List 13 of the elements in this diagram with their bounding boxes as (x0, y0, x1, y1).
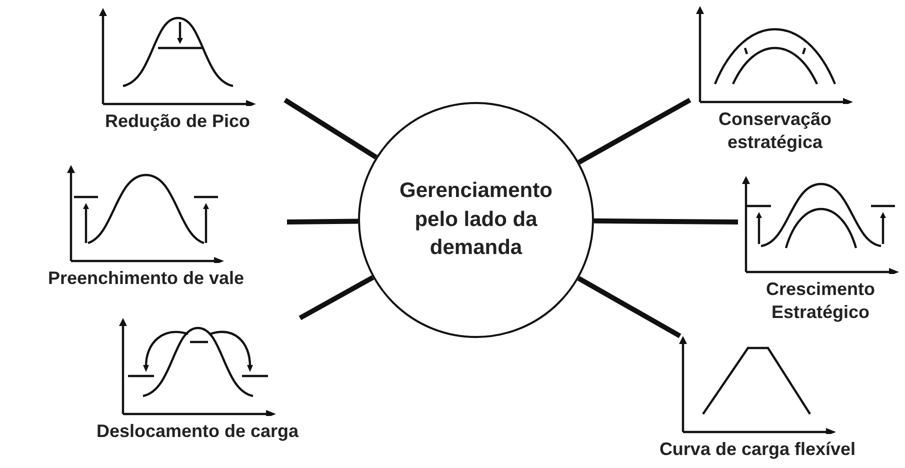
strategy-caption: Deslocamento de carga (96, 420, 299, 442)
connector-line (298, 275, 374, 320)
strategy-caption: Redução de Pico (104, 110, 250, 132)
center-label: Gerenciamento pelo lado da demanda (398, 178, 554, 262)
strategy-caption: Preenchimento de vale (48, 267, 244, 290)
strategy-caption: Conservação estratégica (717, 108, 833, 153)
connector-line (594, 218, 738, 224)
strategy-caption: Curva de carga flexível (659, 438, 856, 460)
connector-line (578, 98, 692, 164)
strategy-caption: Crescimento Estratégico (764, 278, 876, 323)
connector-line (577, 276, 682, 338)
connector-line (286, 218, 358, 224)
connector-line (284, 98, 378, 160)
